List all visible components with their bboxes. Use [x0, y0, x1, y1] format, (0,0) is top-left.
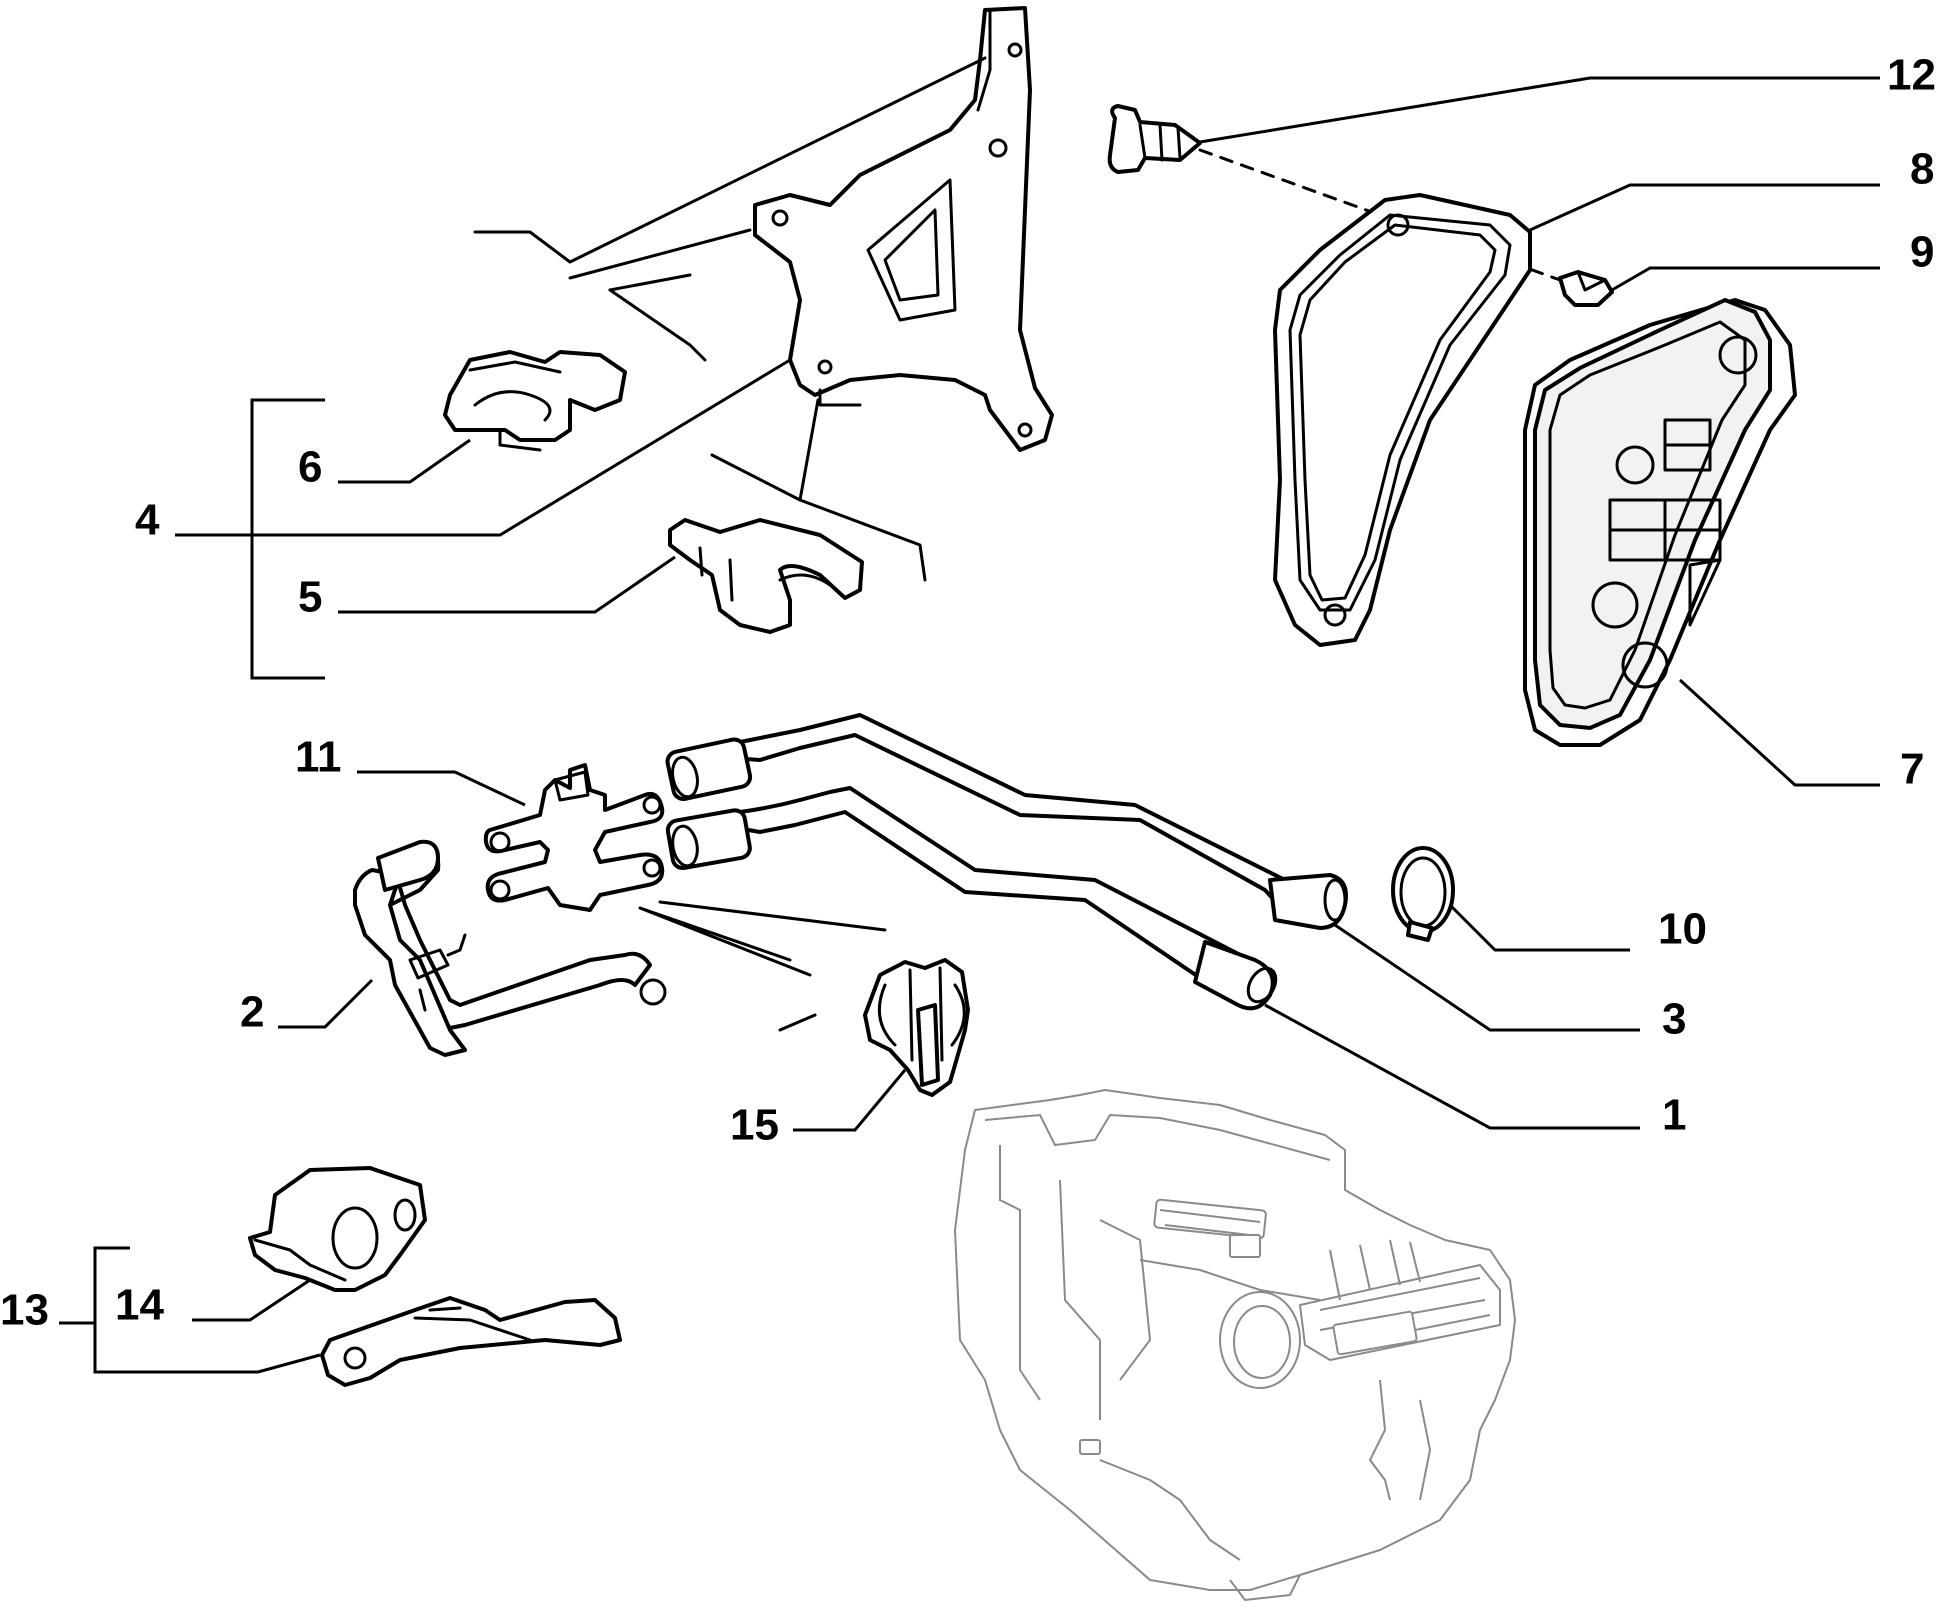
pipe-part-1	[665, 786, 1278, 1011]
valve-part-11	[483, 763, 665, 912]
callout-labels: 12 8 9 7 10 3 1 4 6 5 11 2 15 13 14	[0, 51, 1936, 1335]
panel-part-7	[1523, 297, 1797, 747]
callout-1: 1	[1662, 1091, 1686, 1140]
gasket-part-8	[1273, 193, 1532, 647]
callout-2: 2	[240, 988, 264, 1037]
callout-13: 13	[0, 1286, 49, 1335]
callout-15: 15	[730, 1101, 779, 1150]
callout-12: 12	[1887, 51, 1936, 100]
bracket-part-4	[753, 6, 1054, 452]
support-part-14	[248, 1166, 427, 1292]
callout-4: 4	[135, 496, 160, 545]
callout-10: 10	[1658, 905, 1707, 954]
callout-3: 3	[1662, 995, 1686, 1044]
pipe-part-3	[665, 713, 1348, 930]
callout-9: 9	[1910, 228, 1934, 277]
plate-part-13	[320, 1296, 622, 1387]
nut-part-9	[1558, 270, 1614, 307]
hose-part-2	[353, 839, 667, 1057]
clip-part-6	[443, 350, 627, 452]
callout-5: 5	[298, 573, 322, 622]
callout-6: 6	[298, 443, 322, 492]
leader-lines	[59, 76, 1880, 1374]
clip-part-5	[668, 518, 864, 634]
clamp-part-10	[1391, 846, 1455, 942]
callout-8: 8	[1910, 145, 1934, 194]
heater-housing-ghost	[954, 1089, 1516, 1602]
callout-14: 14	[115, 1281, 164, 1330]
clip-part-15	[863, 958, 970, 1097]
callout-7: 7	[1900, 745, 1924, 794]
bracket-context-lines	[473, 56, 987, 582]
callout-11: 11	[295, 733, 342, 782]
screw-part-12	[1107, 104, 1202, 174]
valve-context-lines	[638, 900, 887, 1032]
